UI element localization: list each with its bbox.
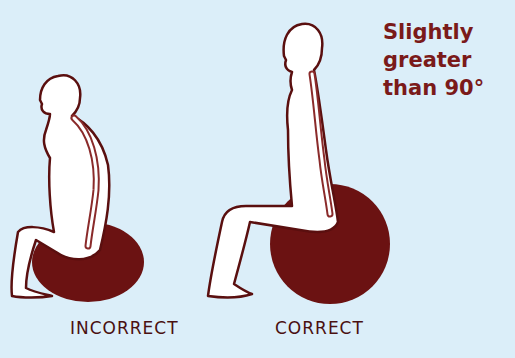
upright-figure [208, 24, 338, 298]
angle-note: Slightly greater than 90° [383, 18, 511, 102]
curved-spine-inner [74, 118, 96, 246]
correct-caption: CORRECT [275, 318, 385, 338]
straight-spine [312, 74, 330, 214]
incorrect-caption: INCORRECT [70, 318, 200, 338]
slouched-figure [11, 75, 109, 297]
curved-spine [74, 118, 96, 246]
straight-spine-inner [312, 74, 330, 214]
